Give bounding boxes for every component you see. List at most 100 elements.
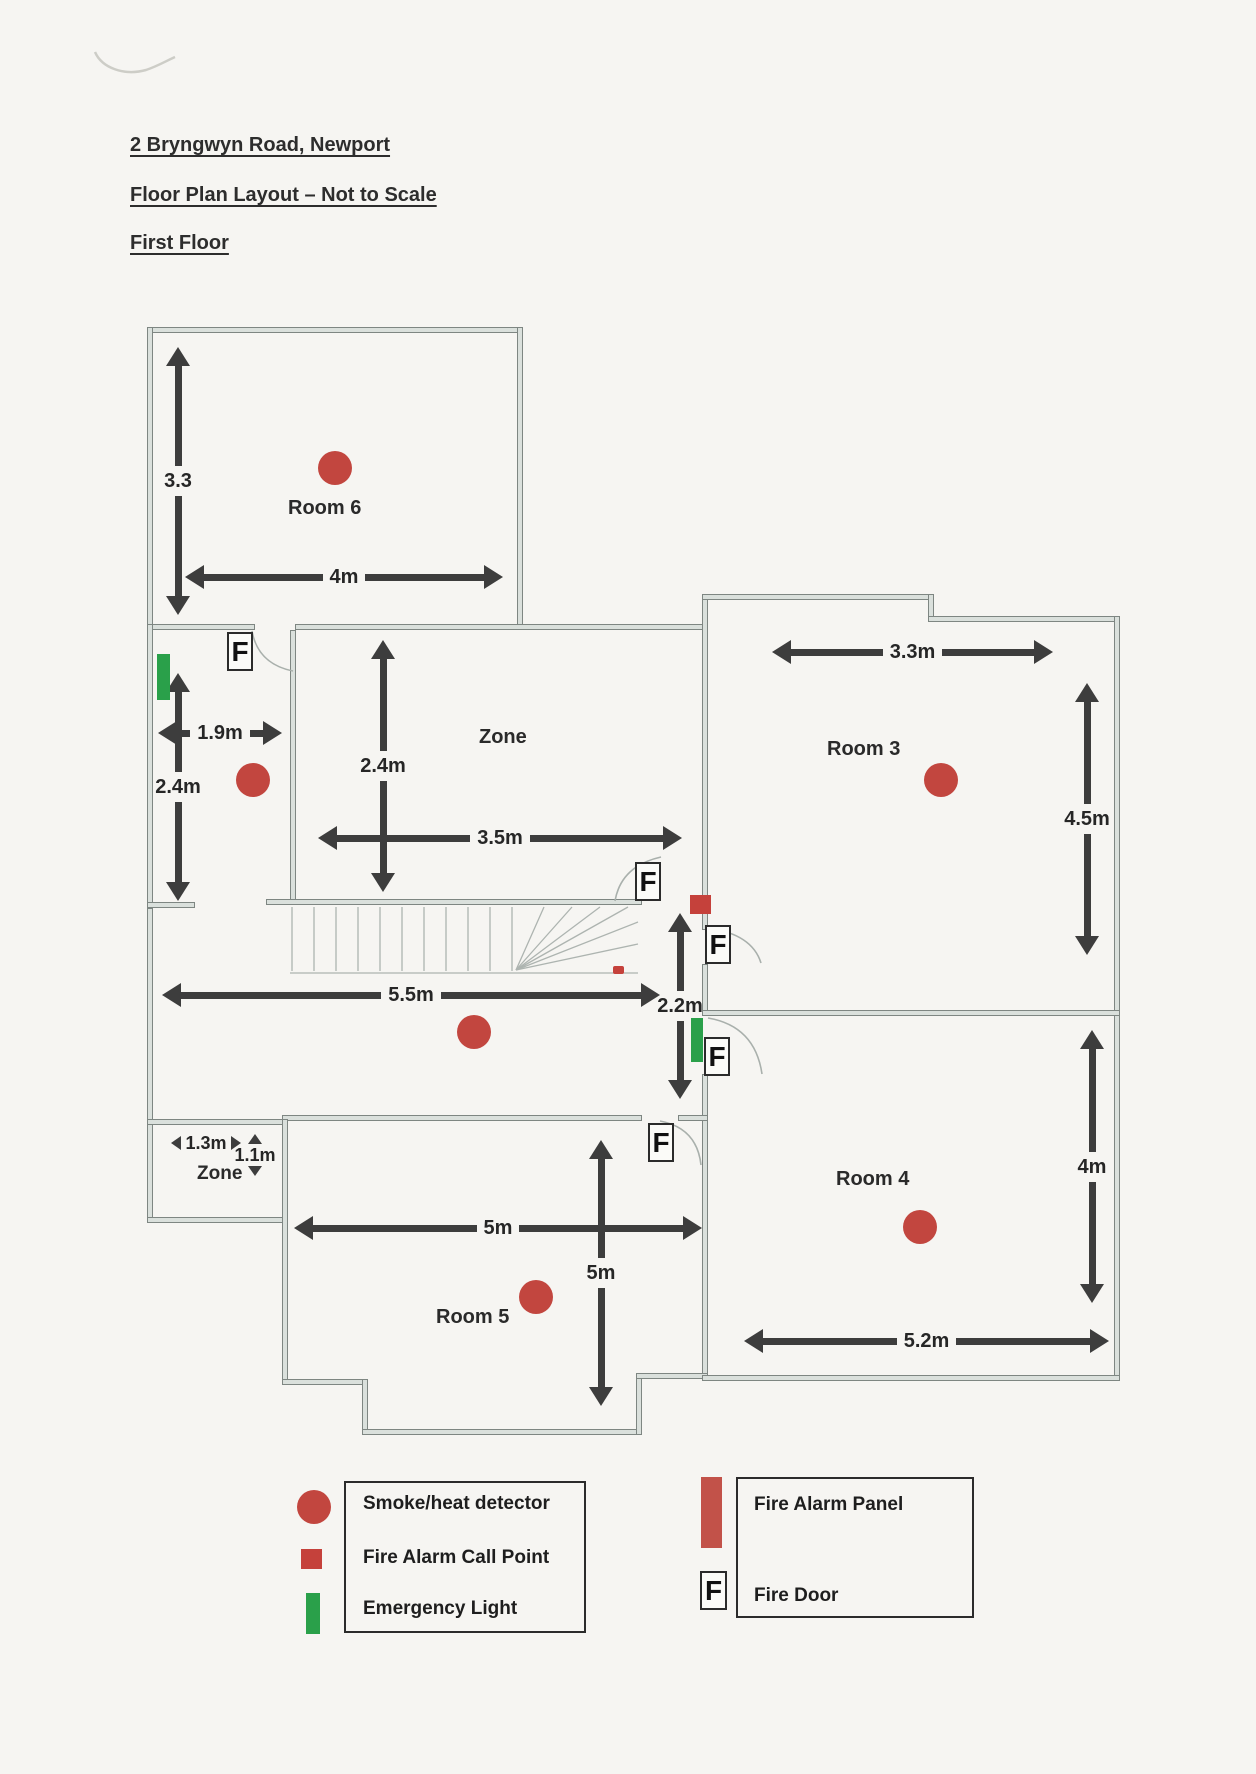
wall bbox=[147, 624, 153, 908]
fire-door-marker: F bbox=[648, 1123, 674, 1162]
dim-room6-height: 3.3 bbox=[161, 347, 195, 615]
arrowhead-up-icon bbox=[248, 1134, 262, 1144]
dim-label: 1.1m bbox=[234, 1145, 276, 1165]
wall bbox=[147, 908, 153, 1223]
arrowhead-up-icon bbox=[1080, 1030, 1104, 1049]
arrowhead-down-icon bbox=[1075, 936, 1099, 955]
room5-label: Room 5 bbox=[436, 1306, 510, 1328]
arrowhead-right-icon bbox=[683, 1216, 702, 1240]
wall bbox=[636, 1373, 642, 1435]
dim-label: 4m bbox=[1077, 1155, 1107, 1178]
fire-door-marker: F bbox=[704, 1037, 730, 1076]
scan-squiggle bbox=[93, 51, 176, 74]
floor-label: First Floor bbox=[130, 232, 229, 254]
arrowhead-right-icon bbox=[1034, 640, 1053, 664]
arrowhead-down-icon bbox=[166, 596, 190, 615]
dim-room5-width: 5m bbox=[294, 1215, 702, 1241]
room4-label: Room 4 bbox=[836, 1168, 910, 1190]
legend-fire-alarm-panel-icon bbox=[701, 1477, 722, 1548]
arrowhead-left-icon bbox=[171, 1136, 182, 1150]
room6-label: Room 6 bbox=[288, 497, 362, 519]
dim-label: 3.3 bbox=[164, 470, 192, 492]
arrowhead-left-icon bbox=[185, 565, 204, 589]
arrowhead-down-icon bbox=[589, 1387, 613, 1406]
arrowhead-right-icon bbox=[1090, 1329, 1109, 1353]
wall bbox=[295, 624, 708, 630]
wall bbox=[147, 902, 195, 908]
wall bbox=[362, 1379, 368, 1435]
arrowhead-down-icon bbox=[668, 1080, 692, 1099]
arrowhead-up-icon bbox=[371, 640, 395, 659]
legend-item-label: Fire Alarm Panel bbox=[754, 1494, 904, 1515]
dim-room6-width: 4m bbox=[185, 564, 503, 590]
wall bbox=[147, 1217, 288, 1223]
wall bbox=[147, 1119, 288, 1125]
arrowhead-right-icon bbox=[663, 826, 682, 850]
dim-label: 5m bbox=[586, 1262, 616, 1284]
smoke-heat-detector-icon bbox=[457, 1015, 491, 1049]
dim-landing-height: 2.2m bbox=[657, 913, 703, 1099]
dim-label: 3.3m bbox=[889, 641, 936, 663]
wall bbox=[702, 594, 934, 600]
dim-room3-height: 4.5m bbox=[1064, 683, 1110, 955]
legend-call-point-icon bbox=[301, 1549, 322, 1569]
arrowhead-left-icon bbox=[318, 826, 337, 850]
wall bbox=[928, 616, 1120, 622]
fire-alarm-call-point-icon bbox=[613, 966, 624, 974]
wall bbox=[702, 1375, 1120, 1381]
dim-room3-width: 3.3m bbox=[772, 639, 1053, 665]
dim-zone-height: 2.4m bbox=[360, 640, 406, 892]
fire-alarm-call-point-icon bbox=[690, 895, 711, 914]
wall bbox=[147, 327, 153, 626]
dim-room4-width: 5.2m bbox=[744, 1328, 1109, 1354]
wall bbox=[702, 964, 708, 1016]
fire-door-marker: F bbox=[635, 862, 661, 901]
dim-label: 1.3m bbox=[185, 1133, 227, 1153]
arrowhead-up-icon bbox=[1075, 683, 1099, 702]
arrowhead-left-icon bbox=[744, 1329, 763, 1353]
dim-label: 3.5m bbox=[477, 827, 523, 849]
page-title: 2 Bryngwyn Road, Newport bbox=[130, 134, 391, 156]
legend-box: Smoke/heat detector Fire Alarm Call Poin… bbox=[344, 1481, 586, 1633]
arrowhead-left-icon bbox=[162, 983, 181, 1007]
legend-smoke-detector-icon bbox=[297, 1490, 331, 1524]
wall bbox=[362, 1429, 642, 1435]
arrowhead-up-icon bbox=[166, 673, 190, 692]
dim-label: 5.2m bbox=[903, 1330, 950, 1352]
emergency-light-icon bbox=[691, 1018, 703, 1062]
emergency-light-icon bbox=[157, 654, 170, 700]
smoke-heat-detector-icon bbox=[236, 763, 270, 797]
wall bbox=[678, 1115, 708, 1121]
dim-landing-width: 5.5m bbox=[162, 982, 660, 1008]
wall bbox=[702, 1010, 1120, 1016]
arrowhead-up-icon bbox=[668, 913, 692, 932]
smoke-heat-detector-icon bbox=[903, 1210, 937, 1244]
zone-label: Zone bbox=[479, 726, 527, 748]
dim-hall-height: 2.4m bbox=[155, 673, 201, 901]
legend-box: Fire Alarm Panel Fire Door bbox=[736, 1477, 974, 1618]
smoke-heat-detector-icon bbox=[519, 1280, 553, 1314]
smoke-heat-detector-icon bbox=[318, 451, 352, 485]
dim-hall-width: 1.9m bbox=[158, 720, 282, 746]
zone-small-label: Zone bbox=[197, 1163, 243, 1184]
arrowhead-down-icon bbox=[166, 882, 190, 901]
arrowhead-left-icon bbox=[294, 1216, 313, 1240]
dim-zone-small-height: 1.1m bbox=[234, 1128, 276, 1182]
arrowhead-left-icon bbox=[772, 640, 791, 664]
arrowhead-up-icon bbox=[166, 347, 190, 366]
wall bbox=[282, 1115, 642, 1121]
dim-label: 4.5m bbox=[1064, 808, 1110, 830]
legend-item-label: Smoke/heat detector bbox=[363, 1493, 550, 1514]
wall bbox=[636, 1373, 708, 1379]
fire-door-marker: F bbox=[705, 925, 731, 964]
legend-item-label: Fire Door bbox=[754, 1585, 839, 1606]
wall bbox=[147, 327, 523, 333]
arrowhead-left-icon bbox=[158, 721, 177, 745]
arrowhead-up-icon bbox=[589, 1140, 613, 1159]
dim-label: 4m bbox=[329, 566, 359, 588]
wall bbox=[147, 624, 255, 630]
dim-zone-width: 3.5m bbox=[318, 825, 682, 851]
stairs bbox=[290, 906, 639, 974]
wall bbox=[266, 899, 642, 905]
dim-label: 2.2m bbox=[657, 995, 703, 1017]
